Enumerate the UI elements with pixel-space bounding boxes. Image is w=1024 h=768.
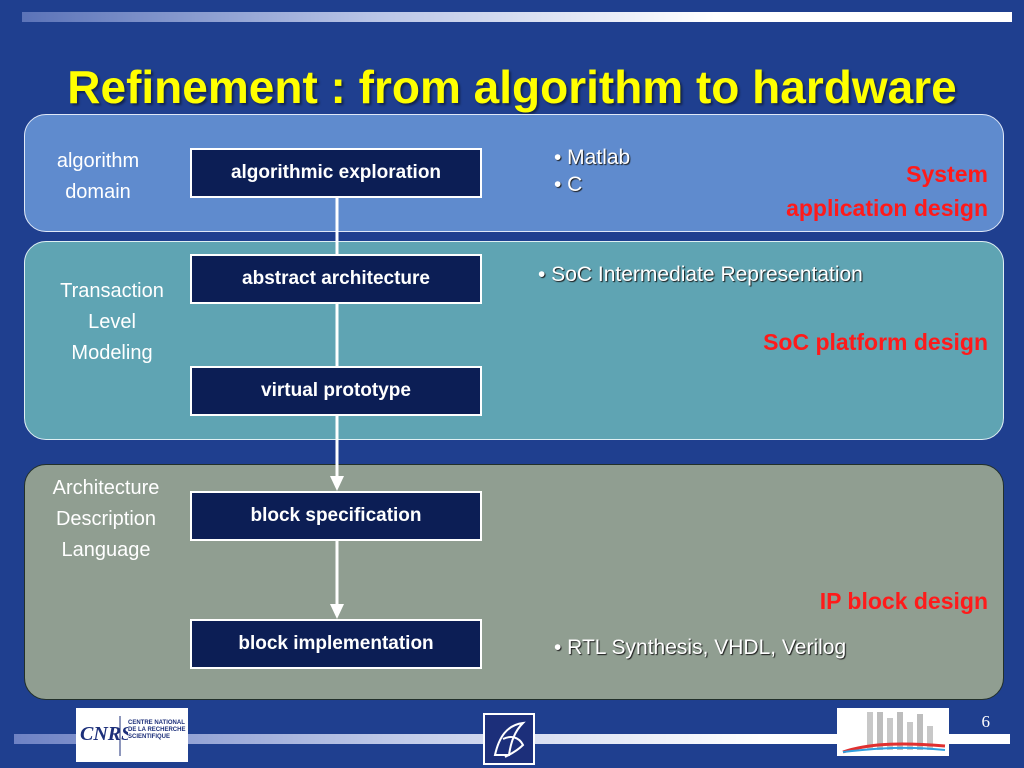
- bullets-algorithm: • Matlab • C: [554, 144, 630, 198]
- cnrs-logo: CNRS CENTRE NATIONAL DE LA RECHERCHE SCI…: [76, 708, 188, 762]
- domain-label-adl: Architecture Description Language: [52, 477, 160, 561]
- domain-label-algorithm: algorithm domain: [56, 150, 140, 203]
- arrow-head-2: [330, 604, 344, 619]
- step-block-specification: block specification: [190, 491, 482, 541]
- svg-text:CNRS: CNRS: [80, 723, 128, 745]
- step-block-implementation: block implementation: [190, 619, 482, 669]
- bullet-item: • Matlab: [554, 146, 631, 169]
- cnrs-logo-text: CENTRE NATIONAL DE LA RECHERCHE SCIENTIF…: [128, 720, 186, 740]
- bullets-tlm: • SoC Intermediate Representation: [538, 261, 863, 288]
- slide-title: Refinement : from algorithm to hardware: [67, 61, 957, 113]
- step-virtual-prototype: virtual prototype: [190, 366, 482, 416]
- stylized-r-logo-icon: [493, 721, 526, 758]
- step-abstract-architecture: abstract architecture: [190, 254, 482, 304]
- domain-label-tlm: Transaction Level Modeling: [60, 280, 164, 364]
- page-number: 6: [981, 712, 991, 731]
- panel-algorithm-domain: [24, 114, 1004, 232]
- bullet-item: • C: [554, 173, 583, 196]
- design-label-system-application: System application design: [786, 161, 988, 221]
- bullet-item: • RTL Synthesis, VHDL, Verilog: [554, 636, 847, 659]
- design-label-ip-block: IP block design: [819, 588, 988, 614]
- lab-logo: [837, 708, 949, 756]
- design-label-soc-platform: SoC platform design: [763, 329, 988, 355]
- bullets-adl: • RTL Synthesis, VHDL, Verilog: [554, 634, 846, 661]
- cnrs-logo-mark-icon: CNRS: [80, 716, 128, 756]
- arrow-head-1: [330, 476, 344, 491]
- panel-architecture-description-language: [24, 464, 1004, 700]
- step-algorithmic-exploration: algorithmic exploration: [190, 148, 482, 198]
- bullet-item: • SoC Intermediate Representation: [538, 263, 863, 286]
- panel-transaction-level-modeling: [24, 241, 1004, 440]
- top-rule: [22, 12, 1012, 22]
- lab-logo-bars-icon: [842, 712, 946, 754]
- institute-logo: [483, 713, 535, 765]
